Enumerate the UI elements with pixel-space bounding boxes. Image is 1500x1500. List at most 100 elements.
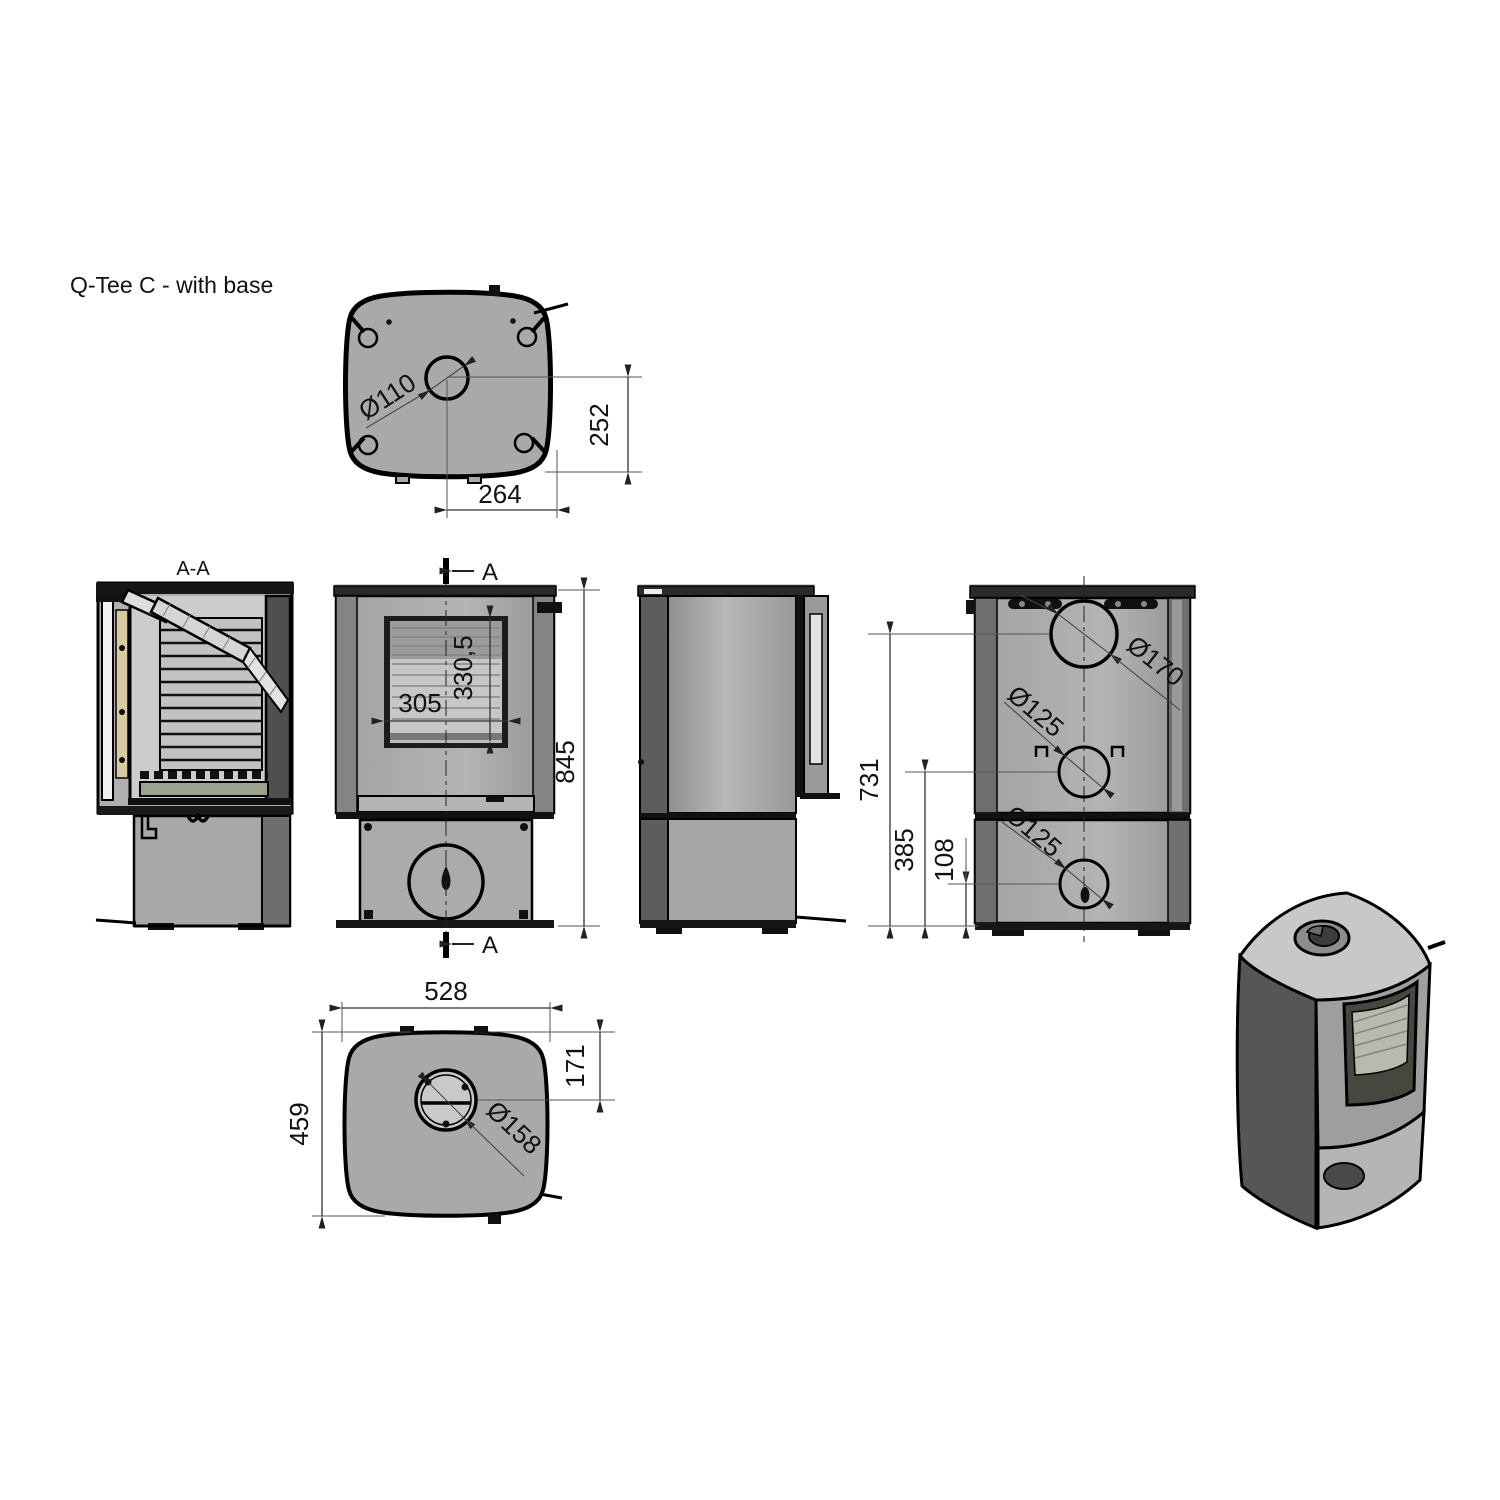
section-view: A-A — [95, 558, 294, 930]
rear-left-strip — [974, 597, 998, 814]
side-foot — [762, 928, 788, 934]
rear-low-hole-slot — [1080, 887, 1090, 903]
section-door-gasket — [115, 609, 129, 779]
section-base-rear-strip — [261, 815, 291, 927]
flue-leader-ext — [1109, 653, 1181, 711]
section-marker-top: A — [482, 559, 498, 586]
side-hinge-dot — [638, 759, 644, 765]
rear-foot — [992, 930, 1024, 936]
section-view-label: A-A — [176, 558, 210, 580]
dim-base-depth: 459 — [284, 1102, 314, 1145]
dim-total-height: 845 — [550, 740, 580, 783]
bottom-tab — [474, 1026, 488, 1034]
iso-base-face — [1316, 1108, 1426, 1230]
rear-split-line — [975, 813, 1190, 820]
top-view: Ø110 252 264 — [343, 285, 642, 518]
section-door-top-hinge — [96, 593, 130, 602]
rear-base-left-strip — [974, 819, 998, 924]
iso-left-face — [1235, 952, 1318, 1231]
rear-side-tab — [966, 600, 975, 614]
front-top-plate — [333, 585, 557, 597]
top-screw-dot — [510, 318, 516, 324]
dim-top-center-to-back: 252 — [584, 403, 614, 446]
rear-top-plate — [969, 585, 1196, 599]
rear-vent-screw — [1115, 601, 1121, 607]
isometric-view — [1235, 891, 1446, 1231]
top-handle-line — [533, 302, 569, 315]
section-marker-bottom: A — [482, 932, 498, 959]
section-base-bracket — [140, 816, 158, 840]
flue-leader-arrows — [417, 355, 477, 401]
section-top-plate — [96, 583, 294, 594]
section-divider — [98, 806, 292, 815]
section-baffle-side — [241, 646, 290, 714]
front-view: A A 305 330,5 845 — [333, 558, 600, 959]
dim-top-center-to-side: 264 — [478, 479, 521, 509]
iso-handle-rod — [1427, 940, 1446, 950]
side-door-glass-strip — [809, 613, 823, 765]
dim-window-height: 330,5 — [448, 635, 478, 700]
section-ashpan — [139, 781, 269, 797]
section-floor-line — [95, 918, 137, 925]
bottom-handle-line — [539, 1192, 563, 1200]
dim-window-width: 305 — [398, 688, 441, 718]
dim-base-width: 528 — [424, 976, 467, 1006]
top-corner-hole — [513, 432, 535, 454]
rear-vent-slot — [1008, 599, 1062, 609]
side-body — [667, 595, 797, 814]
side-foot — [656, 928, 682, 934]
section-floor-plate — [128, 798, 292, 805]
front-left-edge — [335, 595, 358, 814]
dim-bottom-center-offset: 171 — [560, 1044, 590, 1087]
section-door-glass — [101, 597, 114, 801]
section-door-bolt — [119, 709, 125, 715]
dim-mid-center-height: 385 — [889, 828, 919, 871]
rear-view: Ø170 Ø125 Ø125 731 385 108 — [854, 576, 1196, 942]
side-base-step-line — [795, 915, 847, 923]
rear-vent-screw — [1045, 601, 1051, 607]
top-front-tab — [467, 475, 482, 484]
front-bottom-band — [336, 920, 554, 928]
top-corner-hook — [530, 436, 546, 453]
front-lip-notch — [486, 796, 504, 802]
dim-flue-center-height: 731 — [854, 758, 884, 801]
top-corner-hook — [530, 316, 546, 334]
flue-leader-arrows — [1046, 603, 1122, 665]
side-base-back-strip — [639, 818, 669, 924]
section-baffle-hatch — [162, 603, 277, 697]
page-title: Q-Tee C - with base — [70, 272, 273, 298]
intake-leader-ext — [463, 1117, 525, 1177]
front-base-clip — [519, 910, 528, 919]
side-bottom-band — [640, 920, 796, 928]
top-rear-tab — [489, 285, 500, 296]
front-door-hinge-tab — [537, 602, 562, 613]
bottom-view: Ø158 528 459 171 — [284, 976, 615, 1229]
rear-clip — [1034, 745, 1049, 757]
section-door-bolt — [119, 757, 125, 763]
top-corner-hook — [350, 436, 366, 453]
top-screw-dot — [386, 319, 392, 325]
bottom-screw — [461, 1083, 469, 1091]
rear-vent-screw — [1141, 601, 1147, 607]
side-door-handle — [800, 793, 840, 799]
rear-base-right-strip — [1167, 819, 1191, 924]
rear-bottom-band — [975, 923, 1190, 930]
rear-vent-screw — [1019, 601, 1025, 607]
iso-window-brick-lines — [1353, 1004, 1409, 1059]
section-door-bolt — [119, 645, 125, 651]
front-base-clip — [364, 910, 373, 919]
iso-base-edge-line — [1315, 1147, 1319, 1229]
low-leader-arrows — [1054, 858, 1114, 910]
front-base-clip — [364, 823, 372, 831]
side-door-edge — [796, 596, 804, 797]
bottom-screw — [442, 1120, 450, 1128]
top-corner-hole — [516, 326, 538, 348]
side-top-notch — [644, 589, 662, 594]
mid-leader-arrows — [1053, 745, 1115, 799]
iso-base-door-oval — [1323, 1162, 1365, 1190]
front-split-line — [336, 812, 554, 819]
iso-flue-damper — [1305, 925, 1324, 937]
dim-low-center-height: 108 — [929, 838, 959, 881]
